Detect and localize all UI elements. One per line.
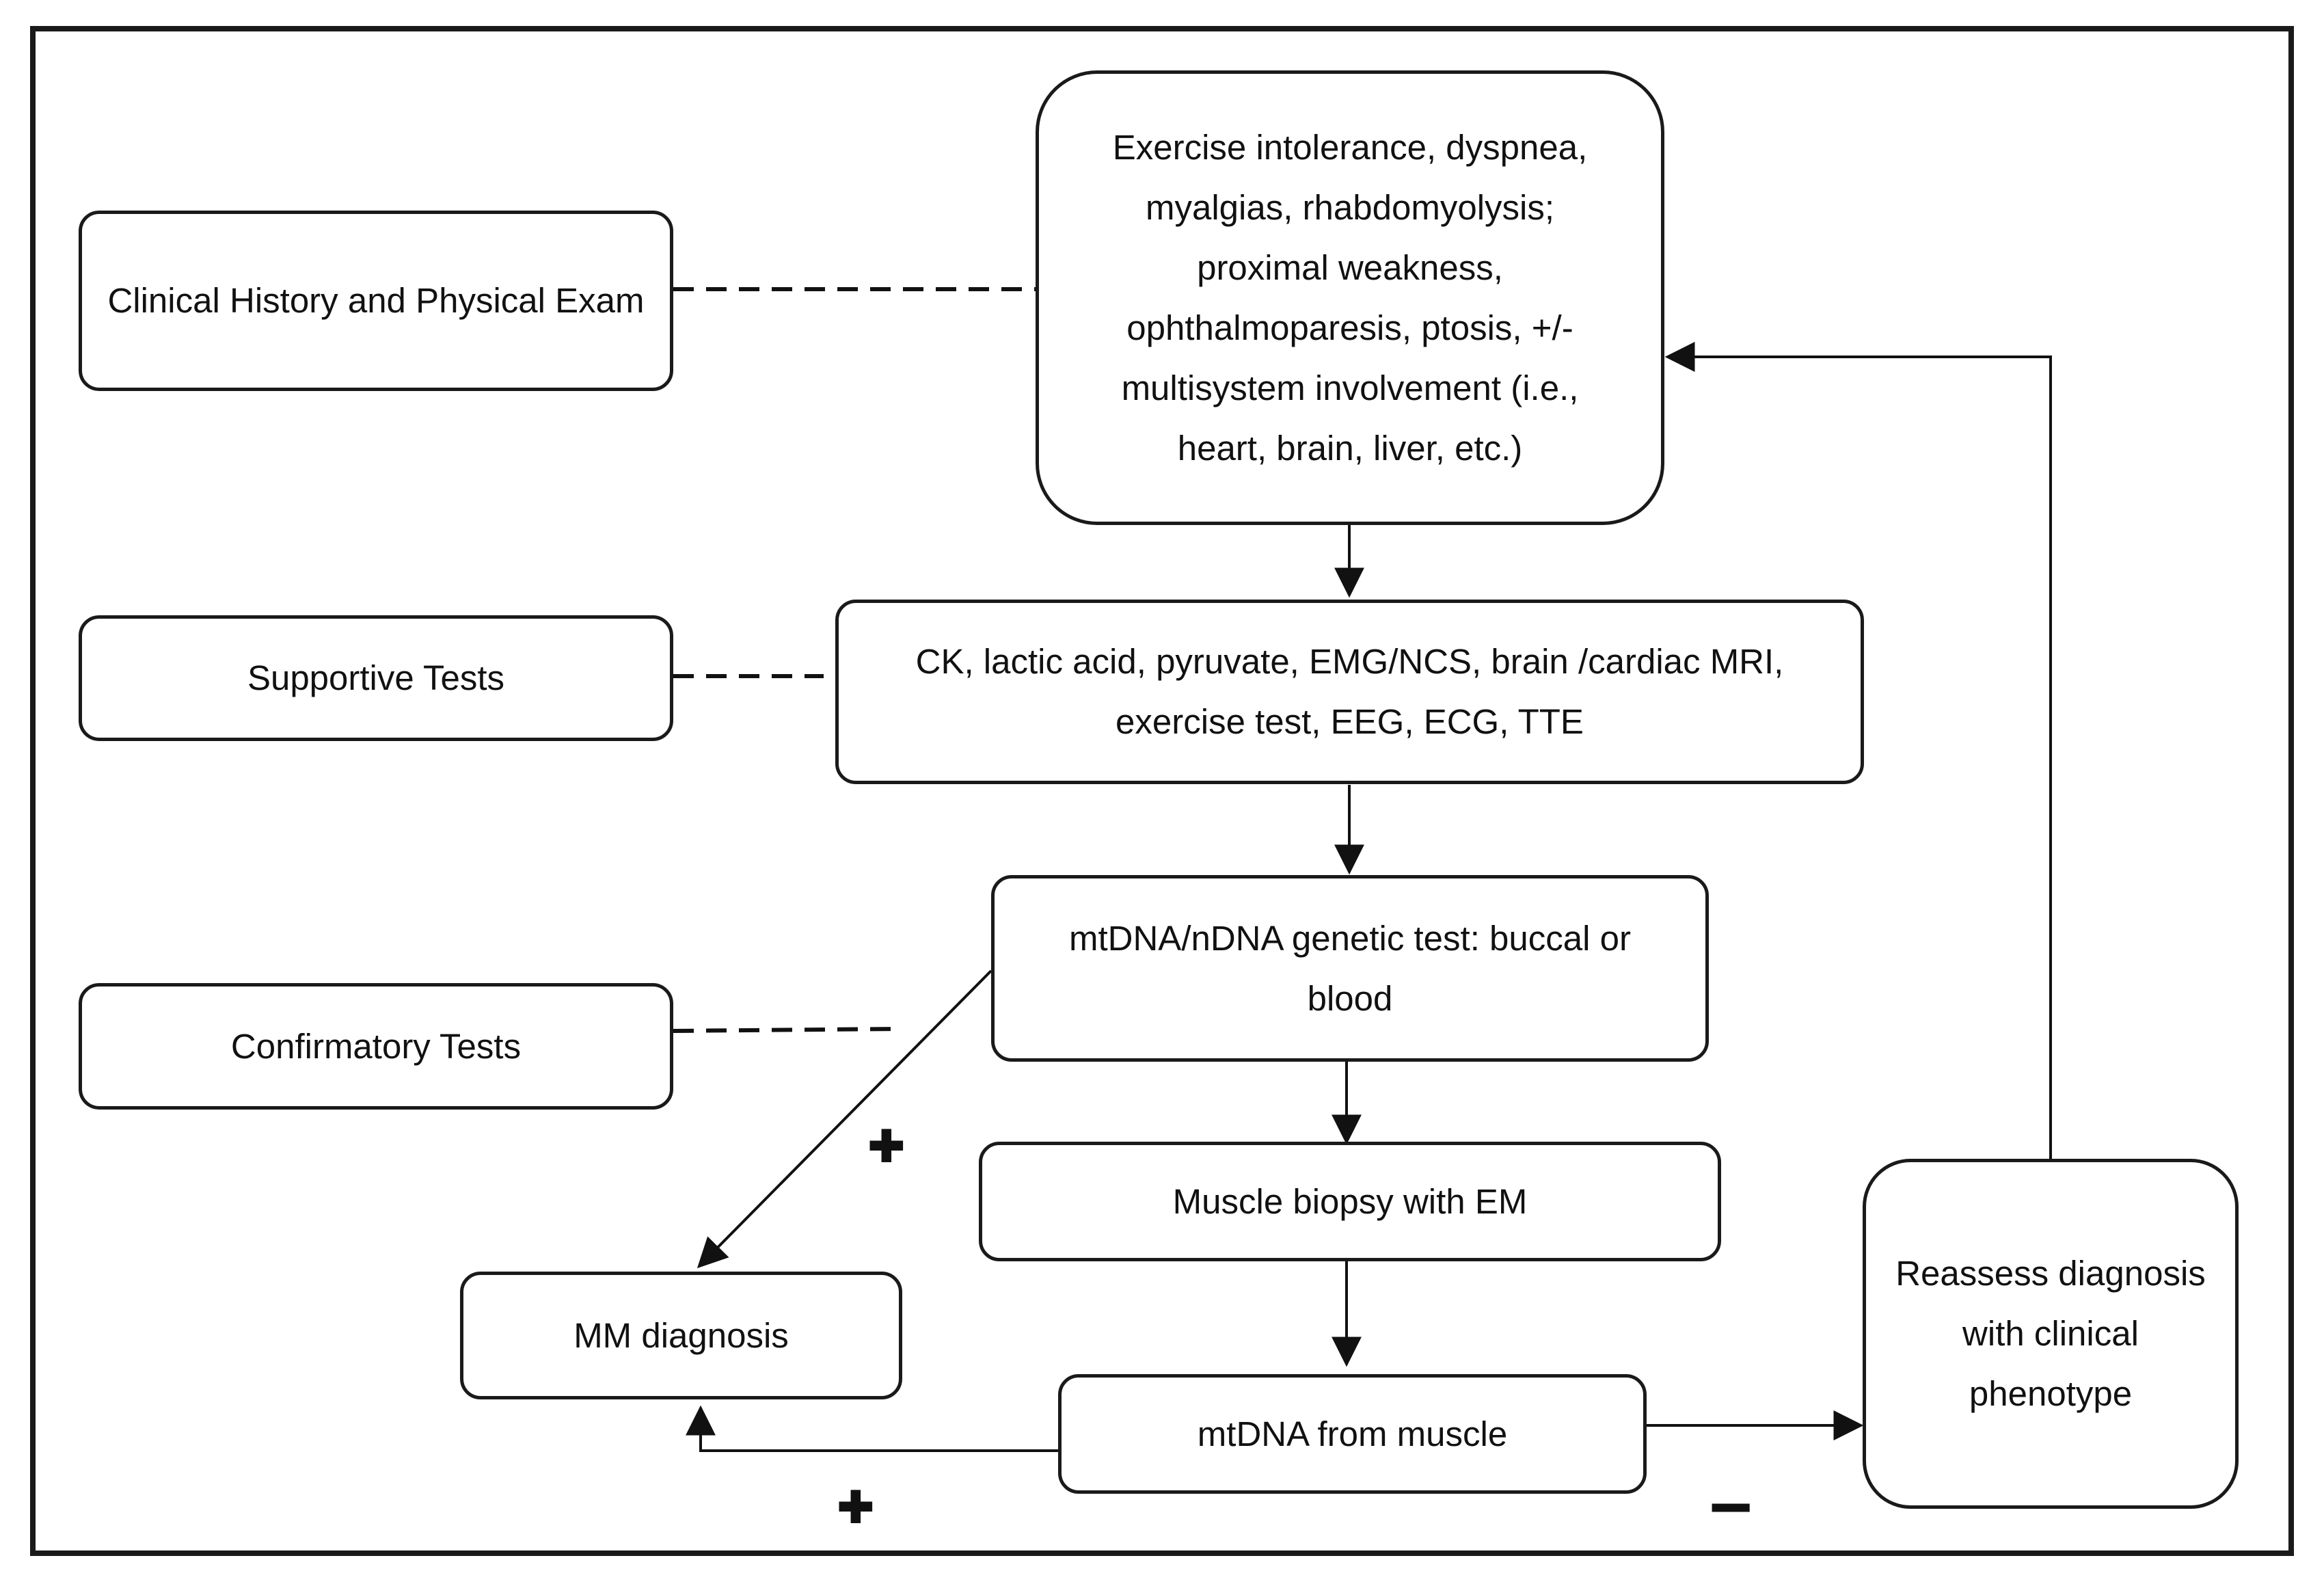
dashed-link-confirmatory [673,1027,896,1033]
genetic-test-text: mtDNA/nDNA genetic test: buccal or blood [1068,918,1631,1018]
mm-diagnosis-box: MM diagnosis [460,1272,902,1399]
mtdna-muscle-box: mtDNA from muscle [1058,1374,1647,1494]
muscle-biopsy-text: Muscle biopsy with EM [1172,1181,1528,1221]
arrow-genetic-to-diagnosis [697,969,992,1269]
symptoms-box: Exercise intolerance, dyspnea, myalgias,… [1036,70,1664,525]
arrow-mtdna-to-diagnosis [686,1405,1058,1452]
symptoms-text: Exercise intolerance, dyspnea, myalgias,… [1112,127,1588,468]
positive-sign-muscle: ✚ [837,1483,874,1532]
negative-sign-muscle: − [1709,1465,1753,1549]
supportive-tests-box: Supportive Tests [79,615,673,741]
supportive-tests-detail-text: CK, lactic acid, pyruvate, EMG/NCS, brai… [915,642,1784,741]
mm-diagnosis-text: MM diagnosis [573,1315,789,1355]
clinical-history-label: Clinical History and Physical Exam [107,281,645,320]
reassess-text: Reassess diagnosis with clinical phenoty… [1895,1254,2206,1413]
genetic-test-box: mtDNA/nDNA genetic test: buccal or blood [991,875,1709,1062]
mtdna-muscle-text: mtDNA from muscle [1197,1414,1508,1453]
confirmatory-tests-label: Confirmatory Tests [230,1026,522,1066]
reassess-box: Reassess diagnosis with clinical phenoty… [1863,1159,2239,1509]
confirmatory-tests-box: Confirmatory Tests [79,983,673,1110]
muscle-biopsy-box: Muscle biopsy with EM [979,1142,1721,1261]
arrow-reassess-to-symptoms [1664,342,2052,1159]
supportive-tests-detail-box: CK, lactic acid, pyruvate, EMG/NCS, brai… [835,600,1864,784]
diagram-frame [30,26,2294,1556]
clinical-history-box: Clinical History and Physical Exam [79,211,673,391]
supportive-tests-label: Supportive Tests [247,658,505,697]
positive-sign-genetic: ✚ [868,1122,905,1171]
